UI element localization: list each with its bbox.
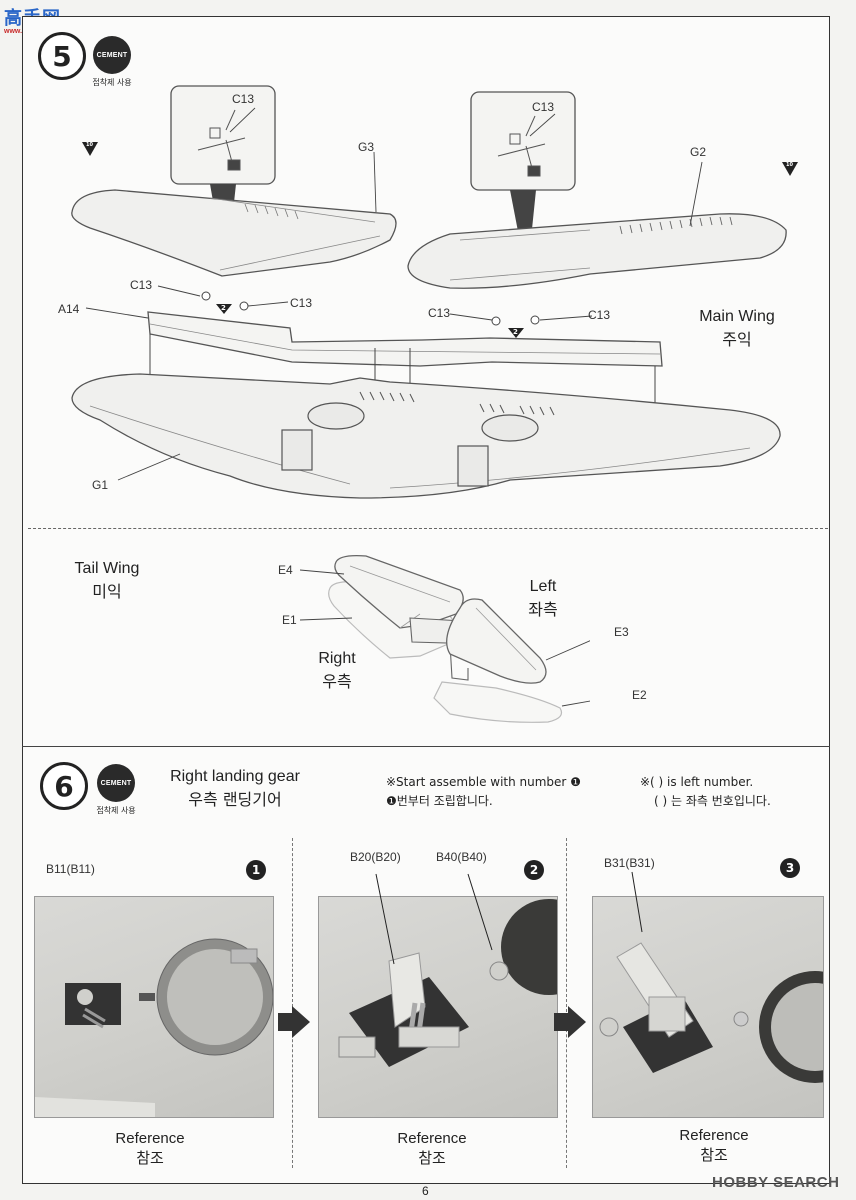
step-6-title-en: Right landing gear <box>170 768 300 785</box>
part-label-c13: C13 <box>232 92 255 106</box>
part-label-c13: C13 <box>290 296 313 310</box>
wing-part-g2 <box>407 213 787 289</box>
step-arrow-icon <box>554 1006 586 1038</box>
part-label-e3: E3 <box>614 625 629 639</box>
main-wing-label-en: Main Wing <box>699 308 775 325</box>
ref-badge-right: 10 <box>786 162 793 168</box>
tail-wing-label: Tail Wing 미익 <box>62 560 152 602</box>
reference-caption-en: Reference <box>679 1127 749 1144</box>
part-label-g3: G3 <box>358 140 375 154</box>
part-label-c13: C13 <box>588 308 611 322</box>
tail-left-label-en: Left <box>529 578 557 595</box>
tail-right-label-en: Right <box>318 650 356 667</box>
part-label-e2: E2 <box>632 688 647 702</box>
part-callout-b20: B20(B20) <box>350 850 401 864</box>
photo-2-content <box>338 899 557 1067</box>
step-6-number: 6 <box>40 762 88 810</box>
note-left-ko: ( ) 는 좌측 번호입니다. <box>654 794 771 808</box>
reference-caption-1: Reference 참조 <box>100 1130 200 1168</box>
step-arrow-icon <box>278 1006 310 1038</box>
part-label-a14: A14 <box>58 302 80 316</box>
reference-caption-3: Reference 참조 <box>664 1127 764 1165</box>
tail-left-label: Left 좌측 <box>520 578 566 620</box>
photo-1-content <box>35 938 273 1117</box>
callout-leaders-2 <box>375 873 493 965</box>
reference-caption-ko: 참조 <box>700 1146 728 1164</box>
cement-caption: 접착제 사용 <box>92 78 132 87</box>
tail-right-label-ko: 우측 <box>322 672 352 691</box>
reference-photo-2 <box>318 896 558 1118</box>
cement-icon: CEMENT <box>97 764 135 802</box>
page-number: 6 <box>422 1184 429 1198</box>
part-label-e4: E4 <box>278 563 293 577</box>
wing-part-g3 <box>71 189 397 277</box>
part-label-g2: G2 <box>690 145 707 159</box>
tail-left-label-ko: 좌측 <box>528 600 558 619</box>
note-start-ko: ❶번부터 조립합니다. <box>386 794 493 808</box>
wing-part-g1 <box>71 373 781 499</box>
tail-wing-label-ko: 미익 <box>92 582 122 601</box>
step-6-title: Right landing gear 우측 랜딩기어 <box>160 768 310 810</box>
cement-caption: 접착제 사용 <box>96 806 136 815</box>
step-divider <box>22 746 830 747</box>
detail-box-left <box>170 85 276 185</box>
sequence-number-2: 2 <box>524 860 544 880</box>
reference-caption-en: Reference <box>397 1130 467 1147</box>
callout-leaders-3 <box>631 871 643 933</box>
tail-wing-label-en: Tail Wing <box>74 560 140 577</box>
watermark-hobby-search: HOBBY SEARCH <box>712 1174 840 1191</box>
sequence-number-1: 1 <box>246 860 266 880</box>
panel-divider <box>566 838 567 1168</box>
section-divider <box>28 528 828 529</box>
part-label-c13: C13 <box>428 306 451 320</box>
reference-caption-ko: 참조 <box>418 1149 446 1167</box>
reference-caption-en: Reference <box>115 1130 185 1147</box>
note-start-en: ※Start assemble with number ❶ <box>386 775 581 789</box>
reference-caption-2: Reference 참조 <box>382 1130 482 1168</box>
note-left-number: ※( ) is left number. ( ) 는 좌측 번호입니다. <box>640 775 771 809</box>
step-6-title-ko: 우측 랜딩기어 <box>188 790 282 809</box>
note-start: ※Start assemble with number ❶ ❶번부터 조립합니다… <box>386 775 581 809</box>
tail-right-label: Right 우측 <box>312 650 362 692</box>
reference-photo-3 <box>592 896 824 1118</box>
main-wing-diagram <box>71 85 798 499</box>
part-label-e1: E1 <box>282 613 297 627</box>
main-wing-label-ko: 주익 <box>722 330 752 349</box>
part-label-c13: C13 <box>130 278 153 292</box>
photo-3-content <box>599 942 823 1083</box>
reference-photo-1 <box>34 896 274 1118</box>
sequence-number-3: 3 <box>780 858 800 878</box>
main-wing-label: Main Wing 주익 <box>682 308 792 350</box>
part-label-c13: C13 <box>532 100 555 114</box>
detail-box-right <box>470 91 576 191</box>
ref-badge-left: 10 <box>86 142 93 148</box>
step-5-number: 5 <box>38 32 86 80</box>
panel-divider <box>292 838 293 1168</box>
detail-badge-right: 2 <box>513 328 518 336</box>
part-callout-b40: B40(B40) <box>436 850 487 864</box>
spar-part-a14 <box>147 311 663 367</box>
tail-wing-diagram <box>300 554 590 723</box>
reference-caption-ko: 참조 <box>136 1149 164 1167</box>
part-callout-b11: B11(B11) <box>46 862 95 876</box>
detail-badge-left: 2 <box>221 304 226 312</box>
note-left-en: ※( ) is left number. <box>640 775 754 789</box>
part-callout-b31: B31(B31) <box>604 856 655 870</box>
cement-icon: CEMENT <box>93 36 131 74</box>
part-label-g1: G1 <box>92 478 109 492</box>
